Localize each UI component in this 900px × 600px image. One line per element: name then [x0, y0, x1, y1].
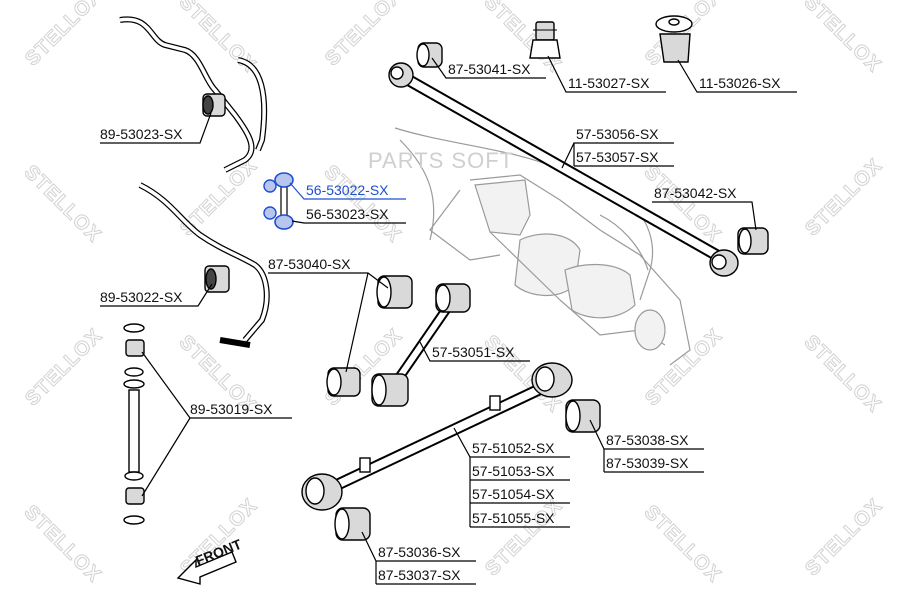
watermark-text: STELLOX — [801, 495, 887, 581]
watermark-text: STELLOX — [321, 0, 407, 70]
leader-lines — [100, 55, 797, 585]
watermark-text: STELLOX — [21, 325, 107, 411]
watermark-text: STELLOX — [21, 0, 107, 70]
part-label-57-53051[interactable]: 57-53051-SX — [432, 344, 515, 360]
bushing-87-53042 — [737, 227, 769, 255]
watermark-text: STELLOX — [20, 501, 106, 587]
bump-stop-11-53027 — [529, 21, 561, 59]
part-label-87-53040[interactable]: 87-53040-SX — [268, 256, 351, 272]
part-label-87-53037[interactable]: 87-53037-SX — [378, 567, 461, 583]
part-label-87-53039[interactable]: 87-53039-SX — [606, 455, 689, 471]
bushing-87-53036 — [334, 507, 371, 541]
bushing-87-53038 — [565, 399, 601, 433]
watermark-text: STELLOX — [800, 331, 886, 417]
watermark-text: STELLOX — [320, 161, 406, 247]
bushing-87-53041 — [416, 42, 443, 68]
upper-control-arm — [388, 62, 739, 277]
shock-absorber — [123, 323, 145, 525]
part-label-57-51052[interactable]: 57-51052-SX — [472, 440, 555, 456]
part-label-89-53022[interactable]: 89-53022-SX — [100, 289, 183, 305]
part-label-87-53038[interactable]: 87-53038-SX — [606, 432, 689, 448]
part-label-87-53036[interactable]: 87-53036-SX — [378, 544, 461, 560]
part-label-57-51054[interactable]: 57-51054-SX — [472, 486, 555, 502]
part-label-57-53056[interactable]: 57-53056-SX — [576, 126, 659, 142]
part-label-57-51053[interactable]: 57-51053-SX — [472, 463, 555, 479]
stabilizer-bar-lower — [138, 182, 270, 348]
part-label-87-53041[interactable]: 87-53041-SX — [448, 61, 531, 77]
watermark-text: STELLOX — [481, 495, 567, 581]
stabilizer-bar-upper — [119, 16, 268, 173]
watermark-text: STELLOX — [801, 155, 887, 241]
axle-housing-outline — [394, 127, 691, 366]
stabilizer-bushing-lower — [204, 265, 230, 293]
watermark-text: STELLOX — [640, 501, 726, 587]
watermark-text: STELLOX — [20, 161, 106, 247]
stabilizer-bushing-upper — [202, 93, 226, 117]
part-label-11-53027[interactable]: 11-53027-SX — [568, 75, 650, 91]
part-label-57-51055[interactable]: 57-51055-SX — [472, 510, 555, 526]
stabilizer-link — [263, 172, 294, 230]
watermark-text: STELLOX — [800, 0, 886, 77]
part-label-89-53019[interactable]: 89-53019-SX — [190, 401, 273, 417]
part-label-56-53022[interactable]: 56-53022-SX — [306, 182, 389, 198]
part-label-87-53042[interactable]: 87-53042-SX — [654, 185, 737, 201]
bushing-87-53040 — [326, 275, 413, 397]
part-labels: 89-53023-SX 89-53022-SX 89-53019-SX 56-5… — [100, 61, 781, 583]
lower-control-arm — [301, 362, 573, 511]
brand-text: PARTS SOFT — [368, 148, 514, 173]
lateral-link-57-53051 — [371, 283, 471, 407]
part-label-89-53023[interactable]: 89-53023-SX — [100, 126, 183, 142]
bump-stop-11-53026 — [655, 15, 693, 63]
part-label-56-53023[interactable]: 56-53023-SX — [306, 206, 389, 222]
part-label-11-53026[interactable]: 11-53026-SX — [699, 75, 781, 91]
part-label-57-53057[interactable]: 57-53057-SX — [576, 149, 659, 165]
